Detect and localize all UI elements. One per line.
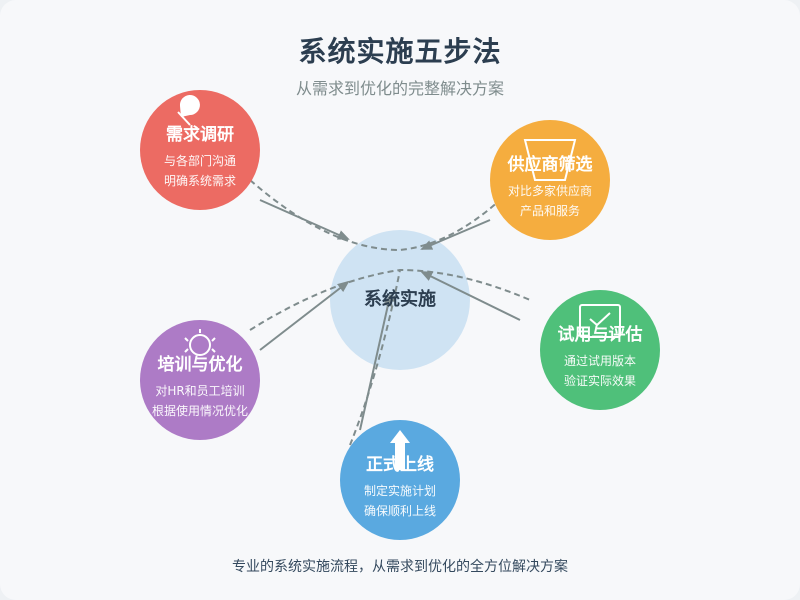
step-4-label: 正式上线 — [366, 454, 434, 475]
step-1-node: 需求调研 与各部门沟通 明确系统需求 — [140, 90, 260, 210]
step-4-desc-line-1: 制定实施计划 — [364, 483, 436, 498]
step-3-desc-line-1: 通过试用版本 — [564, 353, 636, 368]
step-5-desc-line-1: 对HR和员工培训 — [155, 383, 244, 398]
page-title: 系统实施五步法 — [298, 35, 502, 68]
step-1-label: 需求调研 — [166, 124, 234, 145]
step-1-desc-line-2: 明确系统需求 — [164, 174, 236, 188]
step-1-circle — [140, 90, 260, 210]
lightbulb-icon — [184, 329, 216, 356]
step-3-label: 试用与评估 — [558, 324, 643, 345]
map-pin-icon — [177, 95, 200, 126]
page-subtitle: 从需求到优化的完整解决方案 — [295, 79, 504, 98]
step-2-desc-line-1: 对比多家供应商 — [508, 183, 592, 198]
dashed-curve-bottom — [349, 269, 401, 446]
step-4-node: 正式上线 制定实施计划 确保顺利上线 — [340, 420, 460, 540]
step-1-desc-line-1: 与各部门沟通 — [164, 153, 236, 168]
footer-caption: 专业的系统实施流程，从需求到优化的全方位解决方案 — [232, 559, 568, 575]
step-4-desc-line-2: 确保顺利上线 — [364, 504, 436, 518]
step-2-label: 供应商筛选 — [507, 154, 593, 175]
center-circle — [330, 230, 470, 370]
step-5-desc-line-2: 根据使用情况优化 — [152, 403, 248, 418]
step-3-node: 试用与评估 通过试用版本 验证实际效果 — [540, 290, 660, 410]
arrow-from-step-5 — [259, 280, 350, 351]
step-5-circle — [140, 320, 260, 440]
center-label: 系统实施 — [364, 288, 436, 310]
up-arrow-icon — [390, 430, 410, 470]
checkbox-icon — [579, 304, 621, 338]
step-2-node: 供应商筛选 对比多家供应商 产品和服务 — [490, 120, 610, 240]
step-5-label: 培训与优化 — [158, 354, 243, 375]
arrow-from-step-3 — [420, 271, 521, 321]
step-3-circle — [540, 290, 660, 410]
solid-arrows — [259, 199, 521, 431]
funnel-icon — [523, 139, 577, 181]
arrow-from-step-2 — [420, 219, 491, 250]
step-3-desc-line-2: 验证实际效果 — [564, 373, 636, 388]
step-2-desc-line-2: 产品和服务 — [520, 203, 580, 218]
dashed-curve-top — [249, 179, 501, 252]
arrow-from-step-4 — [359, 294, 393, 431]
step-4-circle — [340, 420, 460, 540]
dashed-flow-lines — [249, 179, 531, 446]
step-5-node: 培训与优化 对HR和员工培训 根据使用情况优化 — [140, 320, 260, 440]
arrow-from-step-1 — [259, 199, 350, 240]
